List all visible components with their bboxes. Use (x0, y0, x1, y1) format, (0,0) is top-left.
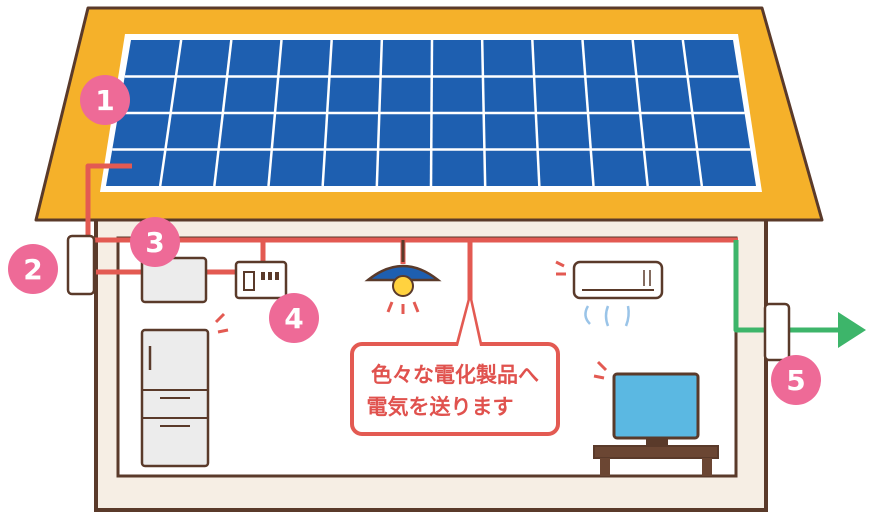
television-icon (593, 360, 719, 476)
wiring-red (85, 163, 738, 346)
refrigerator-icon (140, 312, 229, 468)
export-arrow-icon (838, 312, 866, 348)
callout-line-1: 色々な電化製品へ (371, 363, 539, 387)
air-conditioner-icon (555, 260, 664, 327)
marker-1: 1 (80, 75, 130, 125)
ceiling-lamp-icon (364, 240, 442, 314)
marker-2: 2 (8, 244, 58, 294)
marker-3: 3 (130, 217, 180, 267)
marker-4: 4 (269, 293, 319, 343)
callout-line-2: 電気を送ります (367, 395, 514, 419)
marker-5-label: 5 (786, 364, 805, 397)
distribution-board-icon (234, 260, 288, 300)
marker-3-label: 3 (145, 226, 164, 259)
meter-box-icon (763, 302, 791, 362)
marker-5: 5 (771, 355, 821, 405)
marker-1-label: 1 (95, 84, 114, 117)
callout-box: 色々な電化製品へ 電気を送ります (350, 300, 560, 436)
connection-box-icon (66, 234, 96, 296)
marker-4-label: 4 (284, 302, 303, 335)
marker-2-label: 2 (23, 253, 42, 286)
solar-panel-icon (100, 34, 762, 192)
